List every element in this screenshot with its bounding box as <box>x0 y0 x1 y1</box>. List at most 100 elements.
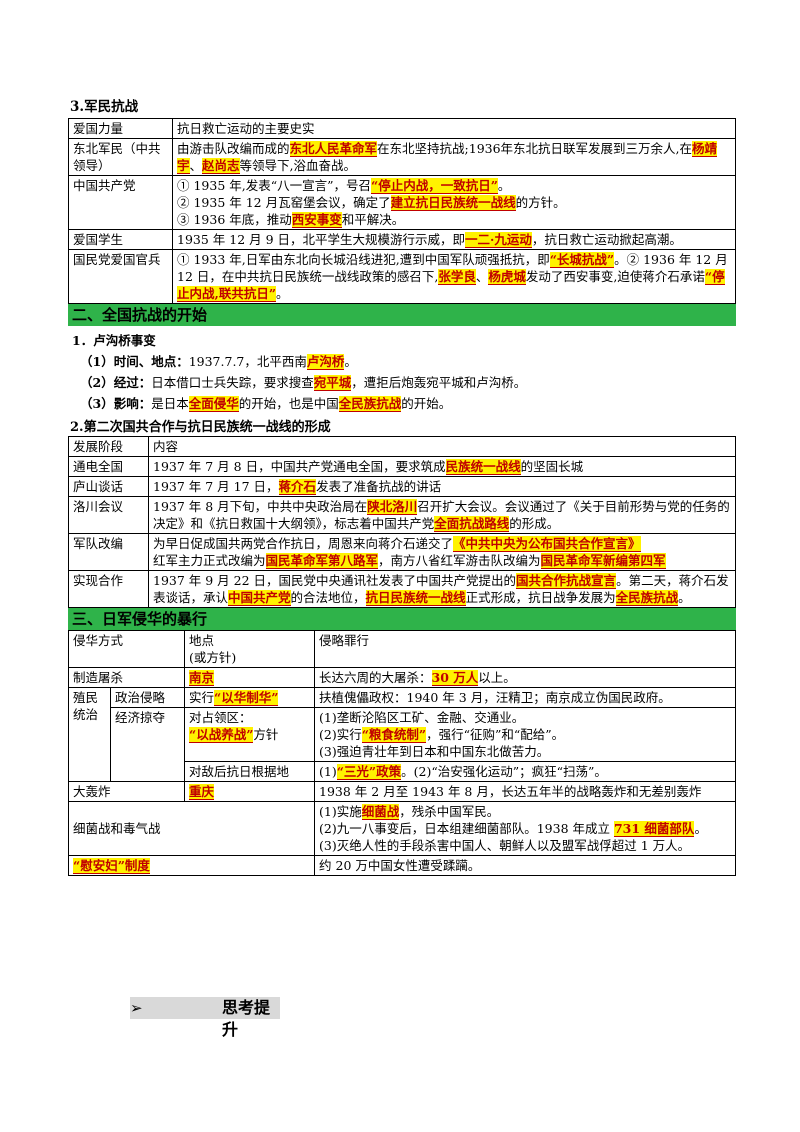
content-cell: 1937 年 8 月下旬，中共中央政治局在陕北洛川召开扩大会议。会议通过了《关于… <box>148 496 736 534</box>
key-point: 陕北洛川 <box>367 499 418 515</box>
key-point: 细菌战 <box>361 804 400 820</box>
crime-cell: 长达六周的大屠杀：30 万人以上。 <box>314 667 736 688</box>
crime-cell: 1938 年 2 月至 1943 年 8 月，长达五年半的战略轰炸和无差别轰炸 <box>314 781 736 802</box>
header-cell: 地点(或方针) <box>184 630 316 668</box>
crime-cell: (1)“三光”政策。(2)“治安强化运动”；疯狂“扫荡”。 <box>314 761 736 782</box>
table-row: “慰安妇”制度 约 20 万中国女性遭受蹂躏。 <box>67 855 736 876</box>
content-cell: ① 1933 年,日军由东北向长城沿线进犯,遭到中国军队顽强抵抗，即“长城抗战”… <box>172 249 736 304</box>
header-cell: 爱国力量 <box>68 118 173 139</box>
table-row: 庐山谈话 1937 年 7 月 17 日，蒋介石发表了准备抗战的讲话 <box>68 476 736 497</box>
stage-cell: 军队改编 <box>68 533 149 571</box>
subsection-title: 1．卢沟桥事变 <box>72 333 156 348</box>
table-united-front: 发展阶段 内容 通电全国 1937 年 7 月 8 日，中国共产党通电全国，要求… <box>68 436 736 608</box>
table-row: 爱国学生 1935 年 12 月 9 日，北平学生大规模游行示威，即一二·九运动… <box>68 229 736 250</box>
key-point: 蒋介石 <box>278 479 317 495</box>
stage-cell: 实现合作 <box>68 570 149 608</box>
key-point: 全民族抗战 <box>615 590 679 606</box>
force-cell: 国民党爱国官兵 <box>68 249 173 304</box>
key-point: 西安事变 <box>291 212 342 228</box>
table-row: 爱国力量 抗日救亡运动的主要史实 <box>68 118 736 139</box>
content-cell: 1937 年 7 月 17 日，蒋介石发表了准备抗战的讲话 <box>148 476 736 497</box>
subway-cell: 政治侵略 <box>109 687 186 708</box>
stage-cell: 庐山谈话 <box>68 476 149 497</box>
table-patriotic-forces: 爱国力量 抗日救亡运动的主要史实 东北军民（中共领导） 由游击队改编而成的东北人… <box>68 118 736 304</box>
key-point: 赵尚志 <box>202 158 240 174</box>
header-cell: 抗日救亡运动的主要史实 <box>172 118 736 139</box>
text-line: （2）经过：日本借口士兵失踪，要求搜查宛平城，遭拒后炮轰宛平城和卢沟桥。 <box>80 375 527 391</box>
key-point: “三光”政策 <box>336 764 402 780</box>
content-cell: 由游击队改编而成的东北人民革命军在东北坚持抗战;1936年东北抗日联军发展到三万… <box>172 138 736 176</box>
place-cell: 实行“以华制华” <box>184 687 316 708</box>
table-row: 细菌战和毒气战 (1)实施细菌战，残杀中国军民。 (2)九一八事变后，日本组建细… <box>67 801 736 856</box>
subsection-title: 2.第二次国共合作与抗日民族统一战线的形成 <box>70 420 331 435</box>
content-cell: 1937 年 7 月 8 日，中国共产党通电全国，要求筑成民族统一战线的坚固长城 <box>148 456 736 477</box>
key-point: 宛平城 <box>313 375 352 391</box>
table-atrocities: 侵华方式 地点(或方针) 侵略罪行 制造屠杀 南京 长达六周的大屠杀：30 万人… <box>67 630 736 876</box>
table-row: 军队改编 为早日促成国共两党合作抗日，周恩来向蒋介石递交了《中共中央为公布国共合… <box>68 533 736 571</box>
key-point: “停止内战，一致抗日” <box>371 178 498 194</box>
content-cell: 1937 年 9 月 22 日，国民党中央通讯社发表了中国共产党提出的国共合作抗… <box>148 570 736 608</box>
table-row: 国民党爱国官兵 ① 1933 年,日军由东北向长城沿线进犯,遭到中国军队顽强抵抗… <box>68 249 736 304</box>
key-point: 张学良 <box>438 269 476 285</box>
way-cell: 细菌战和毒气战 <box>67 801 316 856</box>
key-point: 卢沟桥 <box>306 354 345 370</box>
section-bar-2: 二、全国抗战的开始 <box>68 304 736 326</box>
section-bar-3: 三、日军侵华的暴行 <box>68 608 736 630</box>
force-cell: 爱国学生 <box>68 229 173 250</box>
table-row: 发展阶段 内容 <box>68 436 736 457</box>
content-cell: 为早日促成国共两党合作抗日，周恩来向蒋介石递交了《中共中央为公布国共合作宣言》红… <box>148 533 736 571</box>
key-point: 东北人民革命军 <box>289 141 378 157</box>
way-cell: 殖民统治 <box>68 687 111 782</box>
table-row: 殖民统治 政治侵略 实行“以华制华” 扶植傀儡政权：1940 年 3 月，汪精卫… <box>68 687 736 782</box>
arrow-icon: ➢ <box>130 999 143 1017</box>
table-row: 实现合作 1937 年 9 月 22 日，国民党中央通讯社发表了中国共产党提出的… <box>68 570 736 608</box>
key-point: 一二·九运动 <box>465 232 532 248</box>
key-point: 建立抗日民族统一战线 <box>390 195 516 211</box>
key-point: 杨虎城 <box>488 269 526 285</box>
key-point: “粮食统制” <box>361 727 427 743</box>
content-cell: ① 1935 年,发表“八一宣言”，号召“停止内战，一致抗日”。 ② 1935 … <box>172 175 736 230</box>
key-point: 民族统一战线 <box>445 459 521 475</box>
think-label: 思考提升 <box>222 998 271 1039</box>
header-cell: 侵略罪行 <box>314 630 736 668</box>
key-point: “以华制华” <box>214 690 279 706</box>
key-point: 全面侵华 <box>188 396 239 412</box>
key-point: 重庆 <box>189 784 215 800</box>
place-cell: 南京 <box>184 667 316 688</box>
key-point: “以战养战” <box>189 727 254 743</box>
section-title-3: 3.军民抗战 <box>70 99 139 115</box>
text-line: （1）时间、地点：1937.7.7，北平西南卢沟桥。 <box>80 354 357 370</box>
crime-cell: (1)垄断沦陷区工矿、金融、交通业。 (2)实行“粮食统制”，强行“征购”和“配… <box>314 707 736 762</box>
crime-cell: (1)实施细菌战，残杀中国军民。 (2)九一八事变后，日本组建细菌部队。1938… <box>314 801 736 856</box>
table-row: 东北军民（中共领导） 由游击队改编而成的东北人民革命军在东北坚持抗战;1936年… <box>68 138 736 176</box>
key-point: 国民革命军新编第四军 <box>540 553 666 569</box>
header-cell: 发展阶段 <box>68 436 149 457</box>
table-row: 通电全国 1937 年 7 月 8 日，中国共产党通电全国，要求筑成民族统一战线… <box>68 456 736 477</box>
key-point: 30 万人 <box>431 670 479 686</box>
key-point: 国民革命军第八路军 <box>265 553 379 569</box>
header-cell: 侵华方式 <box>67 630 186 668</box>
key-point: 731 细菌部队 <box>613 821 695 837</box>
way-cell: 大轰炸 <box>67 781 186 802</box>
header-cell: 内容 <box>148 436 736 457</box>
table-row: 中国共产党 ① 1935 年,发表“八一宣言”，号召“停止内战，一致抗日”。 ②… <box>68 175 736 230</box>
place-cell: 对占领区：“以战养战”方针 <box>184 707 316 762</box>
text-line: （3）影响：是日本全面侵华的开始，也是中国全民族抗战的开始。 <box>80 396 452 412</box>
table-row: 经济掠夺 对占领区：“以战养战”方针 (1)垄断沦陷区工矿、金融、交通业。 (2… <box>69 707 736 782</box>
table-row: 侵华方式 地点(或方针) 侵略罪行 <box>67 630 736 668</box>
key-point: 全面抗战路线 <box>434 516 510 532</box>
key-point: “慰安妇”制度 <box>73 858 150 874</box>
stage-cell: 洛川会议 <box>68 496 149 534</box>
key-point: 《中共中央为公布国共合作宣言》 <box>453 536 641 552</box>
page-content: 3.军民抗战 爱国力量 抗日救亡运动的主要史实 东北军民（中共领导） 由游击队改… <box>67 95 736 876</box>
place-cell: 重庆 <box>184 781 316 802</box>
way-cell: “慰安妇”制度 <box>67 855 316 876</box>
table-row: 洛川会议 1937 年 8 月下旬，中共中央政治局在陕北洛川召开扩大会议。会议通… <box>68 496 736 534</box>
table-row: 制造屠杀 南京 长达六周的大屠杀：30 万人以上。 <box>67 667 736 688</box>
key-point: 南京 <box>189 670 215 686</box>
crime-cell: 约 20 万中国女性遭受蹂躏。 <box>314 855 736 876</box>
force-cell: 中国共产党 <box>68 175 173 230</box>
force-cell: 东北军民（中共领导） <box>68 138 173 176</box>
place-cell: 对敌后抗日根据地 <box>184 761 316 782</box>
way-cell: 制造屠杀 <box>67 667 186 688</box>
